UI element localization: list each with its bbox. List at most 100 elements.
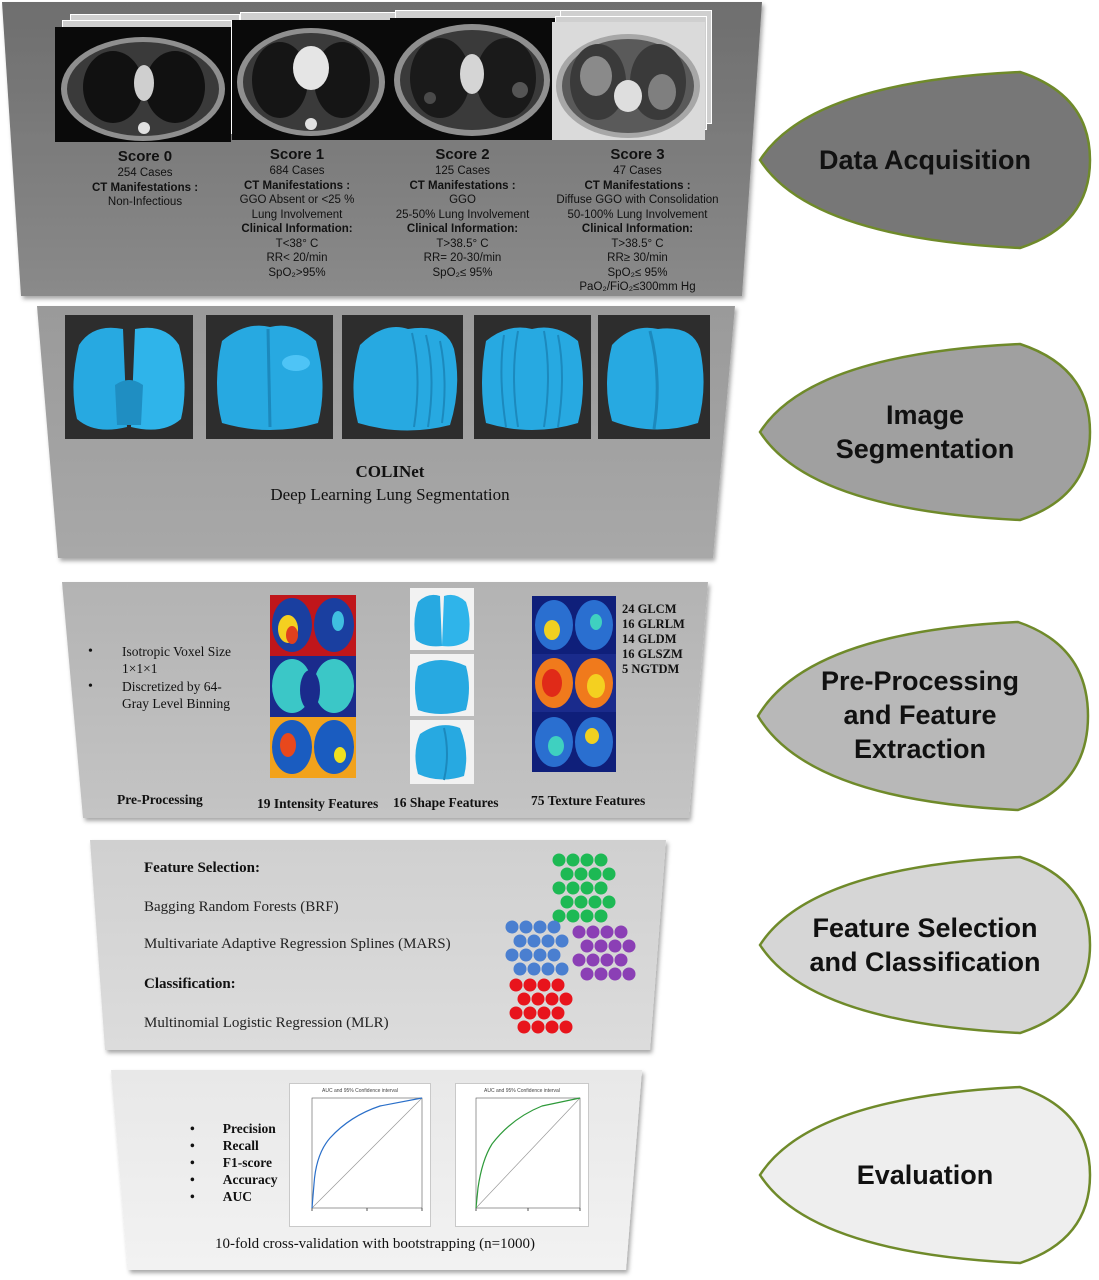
cluster-point: [622, 967, 636, 981]
cluster-point: [513, 962, 527, 976]
roc-title: AUC and 95% Confidence interval: [484, 1088, 560, 1094]
score-cases: 684 Cases: [269, 165, 325, 177]
cluster-point: [580, 967, 594, 981]
cluster-point: [537, 978, 551, 992]
clinical-line: PaO₂/FiO₂≤300mm Hg: [579, 281, 696, 293]
cluster-point: [566, 881, 580, 895]
preprocessing-bullet-2: • Discretized by 64-Gray Level Binning: [88, 678, 248, 712]
feature-selection-heading: Feature Selection:: [144, 860, 260, 876]
stage-shape-evaluation: [758, 1085, 1092, 1265]
cluster-point: [523, 978, 537, 992]
cluster-point: [527, 934, 541, 948]
shape-features-label: 16 Shape Features: [393, 795, 499, 810]
ct-manifestation-line: 25-50% Lung Involvement: [395, 208, 530, 221]
clinical-line: RR< 20/min: [266, 252, 328, 264]
metric-item: •AUC: [190, 1189, 252, 1204]
cluster-point: [545, 1020, 559, 1034]
ct-manifestation-line: Lung Involvement: [251, 208, 343, 221]
cluster-point: [545, 992, 559, 1006]
cluster-point: [566, 909, 580, 923]
evaluation-footer: 10-fold cross-validation with bootstrapp…: [214, 1236, 536, 1252]
cluster-point: [555, 962, 569, 976]
cluster-point: [602, 895, 616, 909]
bullet-icon: •: [88, 644, 93, 659]
preprocessing-bullet-1: • Isotropic Voxel Size 1×1×1: [88, 643, 248, 677]
cluster-point: [523, 1006, 537, 1020]
lung-render-back: [206, 315, 333, 439]
stage-label-feature-selection: Feature Selection and Classification: [809, 913, 1041, 977]
score-3-column: Score 3 47 Cases CT Manifestations : Dif…: [545, 146, 730, 295]
cluster-point: [552, 853, 566, 867]
cluster-point: [580, 881, 594, 895]
ct-manifestation-line: 50-100% Lung Involvement: [567, 208, 708, 221]
cluster-point: [551, 1006, 565, 1020]
score-cases: 47 Cases: [613, 165, 662, 177]
cluster-point: [594, 939, 608, 953]
ct-manifestations-label: CT Manifestations :: [91, 181, 199, 194]
cluster-point: [541, 934, 555, 948]
cluster-point: [533, 920, 547, 934]
cluster-point: [572, 925, 586, 939]
ct-manifestation-line: Non-Infectious: [107, 196, 183, 208]
cluster-point: [552, 909, 566, 923]
cluster-point: [580, 853, 594, 867]
score-title: Score 3: [610, 146, 665, 163]
cluster-point: [600, 953, 614, 967]
metric-item: •Recall: [190, 1138, 259, 1153]
clinical-line: RR≥ 30/min: [607, 252, 668, 264]
metric-item: •Accuracy: [190, 1172, 278, 1187]
cluster-point: [531, 1020, 545, 1034]
cluster-point: [519, 920, 533, 934]
cluster-point: [574, 895, 588, 909]
stage-shape-preprocessing: [756, 620, 1090, 812]
cluster-point: [594, 909, 608, 923]
texture-feature-item: 16 GLSZM: [622, 647, 683, 661]
texture-feature-item: 14 GLDM: [622, 632, 677, 646]
cluster-point: [594, 881, 608, 895]
roc-line: [311, 1097, 423, 1209]
cluster-point: [513, 934, 527, 948]
lung-render-oblique-left: [342, 315, 463, 439]
lung-render-front: [65, 315, 193, 439]
ct-scan-score-3: [552, 22, 705, 140]
cluster-point: [537, 1006, 551, 1020]
cluster-point: [509, 978, 523, 992]
cluster-point: [560, 867, 574, 881]
lung-render-oblique-right: [474, 315, 591, 439]
cluster-point: [588, 867, 602, 881]
cluster-point: [505, 948, 519, 962]
cluster-point: [533, 948, 547, 962]
clinical-line: RR= 20-30/min: [423, 252, 502, 264]
bullet-icon: •: [88, 679, 93, 694]
texture-feature-item: 16 GLRLM: [622, 617, 685, 631]
roc-title: AUC and 95% Confidence interval: [322, 1088, 398, 1094]
score-cases: 125 Cases: [435, 165, 490, 177]
segmentation-subtitle: Deep Learning Lung Segmentation: [270, 485, 510, 504]
cluster-point: [566, 853, 580, 867]
roc-plot-2: AUC and 95% Confidence interval: [455, 1083, 589, 1227]
cluster-point: [622, 939, 636, 953]
clinical-line: SpO₂≤ 95%: [607, 266, 668, 279]
cluster-point: [517, 1020, 531, 1034]
cluster-point: [547, 920, 561, 934]
cluster-point: [572, 953, 586, 967]
texture-feature-maps: [532, 596, 616, 772]
clinical-line: T<38° C: [275, 237, 319, 250]
bullet-text: Discretized by 64-Gray Level Binning: [122, 679, 230, 711]
ct-manifestation-line: Diffuse GGO with Consolidation: [556, 194, 719, 206]
ct-manifestations-label: CT Manifestations :: [243, 179, 351, 192]
metric-item: •Precision: [190, 1121, 276, 1136]
cluster-point: [527, 962, 541, 976]
score-title: Score 2: [435, 146, 490, 163]
shape-feature-renders: [410, 588, 474, 784]
cluster-point: [614, 925, 628, 939]
cluster-point: [574, 867, 588, 881]
roc-curve-1: [311, 1097, 423, 1211]
metric-item: •F1-score: [190, 1155, 272, 1170]
cluster-point: [509, 1006, 523, 1020]
clinical-information-label: Clinical Information:: [241, 223, 353, 235]
cluster-point: [580, 909, 594, 923]
roc-line: [475, 1097, 581, 1209]
clinical-line: SpO₂≤ 95%: [432, 266, 493, 279]
clinical-information-label: Clinical Information:: [581, 223, 694, 235]
